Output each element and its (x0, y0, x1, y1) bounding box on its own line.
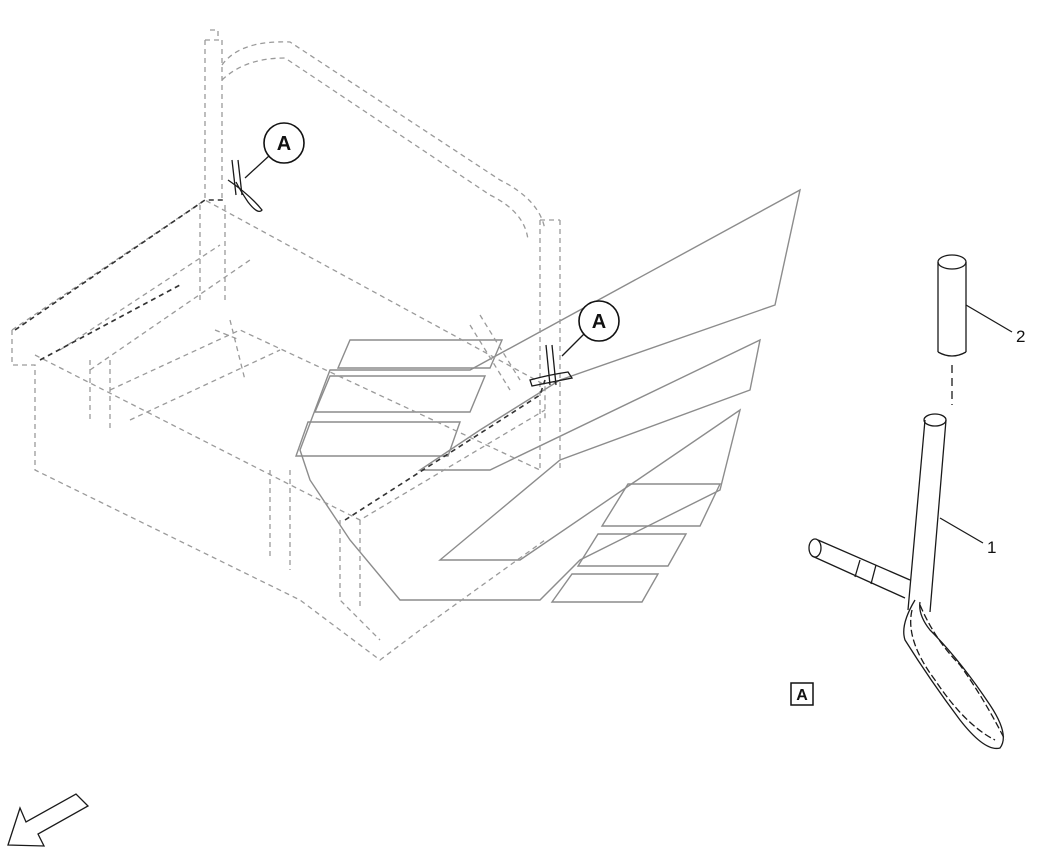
callout-circle (578, 300, 620, 342)
direction-arrow (7, 793, 90, 847)
pin-shaft (811, 539, 911, 599)
watermark-bar (600, 483, 722, 527)
leader-line (561, 332, 586, 357)
watermark-logo (295, 188, 802, 603)
chain-links (919, 604, 1006, 741)
callout-circle (263, 122, 305, 164)
edge-highlight (14, 199, 225, 331)
watermark-bar (313, 375, 487, 413)
pin-handle (907, 419, 947, 613)
callout-detail-lower[interactable]: A (561, 300, 620, 357)
view-label-text: A (796, 687, 808, 704)
box-top-back (11, 199, 546, 420)
callout-label: A (592, 311, 606, 333)
callout-detail-upper[interactable]: A (244, 122, 305, 179)
tube-part (937, 254, 967, 357)
edge-highlight (344, 379, 546, 521)
tube-bottom (937, 351, 967, 357)
frame-assembly (11, 29, 561, 661)
watermark-bar (336, 339, 504, 369)
box-front-edge (11, 330, 546, 661)
item-2-label: 2 (965, 304, 1025, 346)
pin-tip (808, 538, 822, 558)
item-number: 1 (987, 538, 996, 557)
leader-line (244, 154, 271, 179)
tube-top (937, 254, 967, 270)
left-upright (199, 205, 226, 300)
pin-handle-top (923, 413, 947, 427)
watermark-chevron (299, 188, 802, 601)
pin-with-loop (529, 344, 574, 387)
leader-line (939, 517, 984, 544)
box-top-front (34, 354, 546, 521)
floor-lines (109, 329, 541, 471)
callout-label: A (277, 133, 291, 155)
watermark-bar (295, 421, 461, 457)
strut (469, 314, 521, 391)
view-label-box (790, 682, 814, 706)
watermark-bar (550, 573, 660, 603)
left-post (204, 29, 223, 200)
detail-view (808, 254, 1006, 750)
box-side-ribs (59, 244, 251, 371)
roll-bar-inner (221, 57, 529, 241)
right-post (539, 219, 561, 470)
item-1-label: 1 (939, 517, 996, 557)
pin-part (808, 413, 947, 613)
view-label: A (790, 682, 814, 706)
arrow-down-left-icon (7, 793, 90, 847)
pin-collar (854, 559, 877, 585)
roll-bar-top (221, 41, 546, 231)
leader-line (965, 304, 1013, 333)
hinge-posts (89, 360, 291, 570)
pin-location-upper (227, 159, 263, 213)
pin-location-lower (529, 344, 574, 387)
item-number: 2 (1016, 327, 1025, 346)
pin-with-loop (227, 159, 263, 213)
chain-loop (903, 599, 1004, 750)
watermark-bar (576, 533, 688, 567)
center-latch (214, 319, 246, 381)
front-corner (339, 520, 381, 641)
chain-links (910, 609, 996, 741)
tube-body (937, 262, 967, 352)
